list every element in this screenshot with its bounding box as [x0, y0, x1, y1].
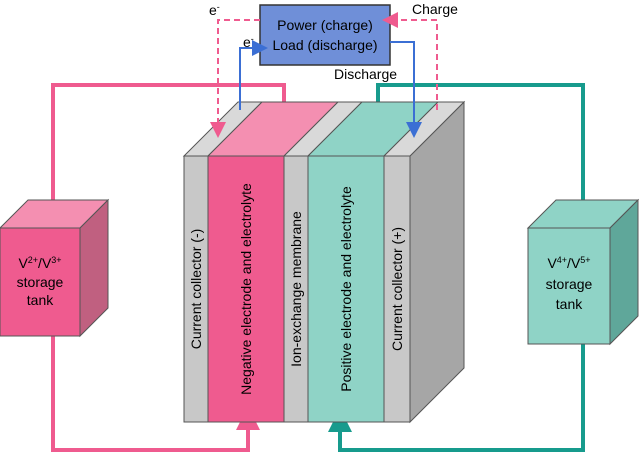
discharge-wire	[239, 40, 422, 138]
negative-electrode-layer	[207, 155, 285, 423]
charge-wire	[210, 12, 438, 138]
right-tank-line3: tank	[556, 296, 583, 312]
right-tank-ion-label: V4+/V5+	[547, 255, 590, 271]
label-negative-electrode: Negative electrode and electrolyte	[238, 183, 254, 395]
label-current-collector-pos: Current collector (+)	[389, 227, 405, 351]
right-storage-tank: V4+/V5+ storage tank	[526, 198, 640, 346]
electron-label-left: e-	[209, 2, 220, 18]
right-tank-line2: storage	[546, 276, 593, 292]
cell-stack: Current collector (-) Negative electrode…	[182, 100, 466, 424]
label-current-collector-neg: Current collector (-)	[188, 229, 204, 350]
left-tank-ion-label: V2+/V3+	[18, 255, 61, 271]
positive-current-collector	[383, 155, 411, 423]
label-membrane: Ion-exchange membrane	[288, 211, 304, 367]
label-positive-electrode: Positive electrode and electrolyte	[338, 186, 354, 392]
electron-label-inner: e-	[243, 34, 254, 50]
charge-label: Charge	[412, 1, 458, 17]
positive-electrode-layer	[307, 155, 385, 423]
load-discharge-label: Load (discharge)	[272, 37, 377, 53]
left-tank-line3: tank	[27, 292, 54, 308]
power-charge-label: Power (charge)	[277, 17, 373, 33]
discharge-label: Discharge	[334, 66, 397, 82]
power-load-box: Power (charge) Load (discharge)	[259, 4, 391, 66]
left-storage-tank: V2+/V3+ storage tank	[0, 198, 110, 338]
left-tank-line2: storage	[17, 274, 64, 290]
